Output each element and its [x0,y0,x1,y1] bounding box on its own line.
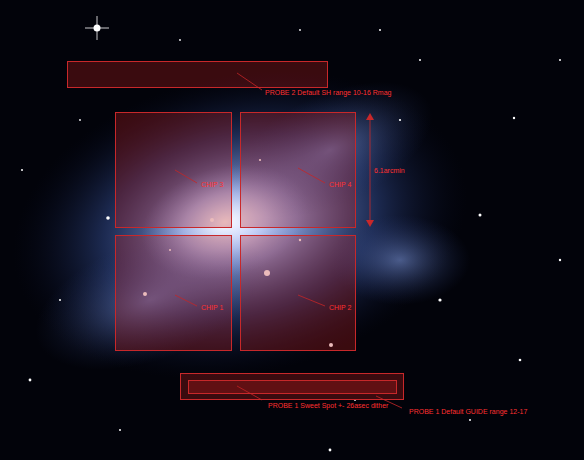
callout-label: CHIP 2 [329,304,351,311]
probe-box: PROBE 2 Default SH range 10-16 Rmag [67,61,328,88]
dimension-label: 6.1arcmin [374,167,405,174]
chip-box: CHIP 2 [240,235,356,351]
stars [21,16,561,451]
galaxy-disk [0,30,496,419]
sweet-spot-box: PROBE 1 Sweet Spot +- 26asec dither [188,380,397,394]
probe-box: PROBE 1 Default GUIDE range 12-17PROBE 1… [180,373,404,400]
dimension-arrowhead [366,113,374,120]
callout-label: PROBE 1 Default GUIDE range 12-17 [409,408,527,415]
dimension-arrowhead [366,220,374,227]
callout-label: CHIP 4 [329,181,351,188]
dimension-line [370,116,371,224]
callout-label: PROBE 1 Sweet Spot +- 26asec dither [268,402,388,409]
chip-box: CHIP 3 [115,112,232,228]
chip-box: CHIP 1 [115,235,232,351]
chip-box: CHIP 4 [240,112,356,228]
callout-label: CHIP 1 [201,304,223,311]
callout-label: CHIP 3 [201,181,223,188]
callout-label: PROBE 2 Default SH range 10-16 Rmag [265,89,391,96]
